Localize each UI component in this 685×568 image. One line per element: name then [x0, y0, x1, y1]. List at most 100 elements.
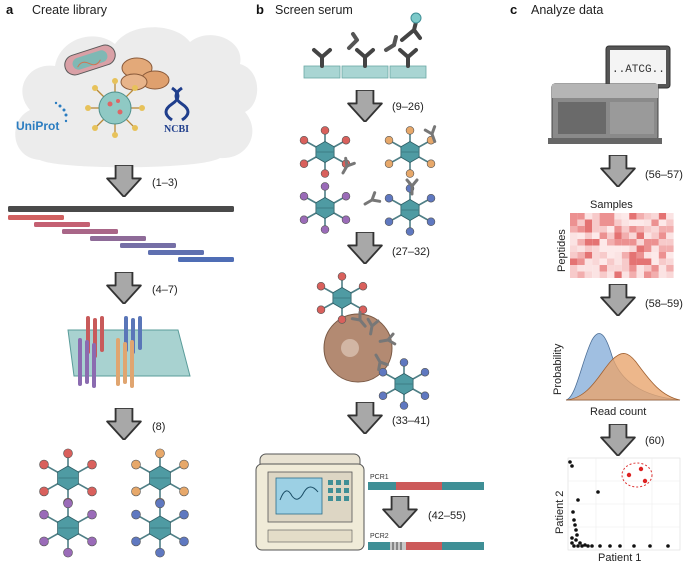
step-label-c1: (56–57) — [645, 169, 683, 181]
heatmap-cell — [584, 232, 593, 239]
heatmap-cell — [584, 252, 593, 259]
cells-icon — [120, 57, 170, 91]
heatmap-cell — [577, 245, 585, 252]
density-plot — [565, 333, 681, 401]
scatter-point — [576, 498, 580, 502]
phage-purple — [39, 498, 97, 558]
heatmap-cell — [651, 232, 659, 239]
step-label-c2: (58–59) — [645, 298, 683, 310]
phage-blue — [131, 498, 189, 558]
heatmap-cell — [607, 219, 615, 226]
panel-b-title: Screen serum — [275, 3, 353, 17]
heatmap-cell — [584, 226, 593, 233]
heatmap-cell — [577, 265, 585, 272]
heatmap-cell — [621, 271, 630, 278]
heatmap-cell — [621, 226, 630, 233]
heatmap-cell — [577, 232, 585, 239]
heatmap-cell — [592, 239, 600, 246]
scatter-point — [575, 533, 579, 537]
heatmap-cell — [644, 219, 652, 226]
heatmap-cell — [651, 219, 659, 226]
heatmap-cell — [570, 213, 578, 220]
step-label-a2: (4–7) — [152, 284, 178, 296]
heatmap-cell — [584, 213, 593, 220]
svg-text:UniProt: UniProt — [16, 119, 59, 133]
heatmap-cell — [592, 258, 600, 265]
heatmap-cell — [658, 265, 667, 272]
heatmap-cell — [666, 245, 674, 252]
heatmap-cell — [614, 265, 622, 272]
heatmap-cell — [636, 232, 644, 239]
scatter-point — [571, 510, 575, 514]
heatmap-cell — [658, 232, 667, 239]
heatmap-cell — [666, 252, 674, 259]
heatmap-cell — [658, 219, 667, 226]
heatmap-cell — [658, 226, 667, 233]
heatmap-cell — [577, 226, 585, 233]
pcr2-label: PCR2 — [370, 533, 389, 540]
heatmap-cell — [644, 239, 652, 246]
scatter-point — [578, 541, 582, 545]
panel-a: a Create library UniProt — [6, 2, 258, 558]
antibody-icon — [405, 178, 419, 196]
heatmap-cell — [592, 219, 600, 226]
heatmap-cell — [621, 245, 630, 252]
arrow-down-icon — [106, 272, 142, 304]
heatmap-cell — [570, 252, 578, 259]
heatmap-cell — [577, 219, 585, 226]
antibody-icon — [366, 317, 380, 336]
heatmap-cell — [570, 271, 578, 278]
scatter-plot — [567, 457, 681, 551]
scatter-point-highlight — [642, 478, 648, 484]
density-orange — [565, 353, 681, 401]
sequencer-screen-text: ..ATCG.. — [612, 64, 665, 76]
heatmap-cell — [614, 252, 622, 259]
heatmap-cell — [651, 258, 659, 265]
bead-capture — [316, 272, 430, 410]
cluster-ellipse — [621, 462, 653, 488]
uniprot-logo: UniProt — [16, 101, 68, 133]
scatter-point — [568, 460, 572, 464]
density-xlabel: Read count — [590, 406, 646, 418]
heatmap-cell — [570, 265, 578, 272]
heatmap — [570, 213, 674, 278]
heatmap-cell — [592, 232, 600, 239]
heatmap-cell — [666, 213, 674, 220]
scatter-point — [596, 490, 600, 494]
heatmap-cell — [644, 252, 652, 259]
heatmap-cell — [636, 219, 644, 226]
heatmap-cell — [577, 213, 585, 220]
bacterium-icon — [64, 44, 116, 76]
scatter-point — [572, 518, 576, 522]
heatmap-cell — [621, 252, 630, 259]
scatter-point — [573, 523, 577, 527]
arrow-down-icon — [106, 408, 142, 440]
heatmap-cell — [629, 232, 637, 239]
heatmap-cell — [644, 245, 652, 252]
antibody-icon — [378, 332, 397, 346]
panel-a-title: Create library — [32, 3, 108, 17]
heatmap-cell — [644, 271, 652, 278]
heatmap-cell — [636, 239, 644, 246]
antibody-icon — [350, 310, 367, 328]
scatter-point — [570, 536, 574, 540]
phage-orange — [131, 448, 189, 508]
heatmap-cell — [621, 265, 630, 272]
heatmap-cell — [607, 271, 615, 278]
phage-red — [39, 448, 97, 508]
antibody-icon — [341, 156, 356, 175]
virus-icon — [85, 78, 145, 138]
heatmap-cell — [607, 226, 615, 233]
phage-red — [316, 272, 368, 324]
antibody-icon — [363, 191, 382, 206]
heatmap-cell — [614, 271, 622, 278]
arrow-down-icon — [347, 232, 383, 264]
heatmap-cell — [592, 265, 600, 272]
heatmap-cell — [584, 265, 593, 272]
heatmap-cell — [584, 245, 593, 252]
heatmap-cell — [658, 213, 667, 220]
scatter-point — [590, 544, 594, 548]
heatmap-cell — [644, 265, 652, 272]
heatmap-cell — [592, 271, 600, 278]
panel-c: c Analyze data ..ATCG.. (56–57) Samples … — [510, 2, 683, 564]
